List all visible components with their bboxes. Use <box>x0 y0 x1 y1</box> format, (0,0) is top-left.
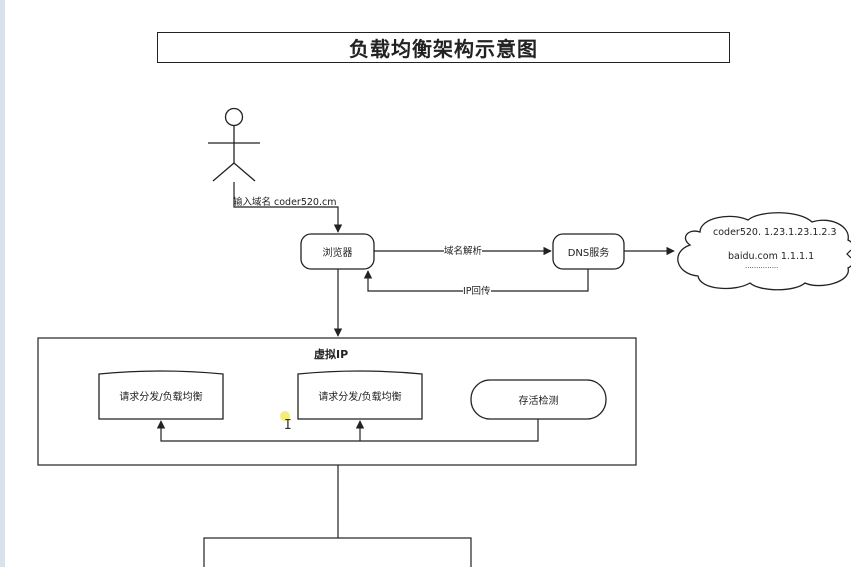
ip-return-label: IP回传 <box>463 286 491 298</box>
cloud-side-arrow-icon <box>846 249 851 259</box>
cloud-record-1: coder520. 1.23.1.23.1.2.3 <box>713 227 837 238</box>
diagram-title-box: 负载均衡架构示意图 <box>157 32 730 63</box>
browser-label: 浏览器 <box>322 248 353 259</box>
window-left-edge <box>0 0 5 567</box>
diagram-title: 负载均衡架构示意图 <box>349 37 538 61</box>
cloud-record-ellipsis: ............... <box>745 262 779 270</box>
load-balancer-2-label: 请求分发/负载均衡 <box>318 392 402 403</box>
text-cursor-icon: I <box>284 418 292 433</box>
dns-records-cloud <box>677 212 851 291</box>
health-check-label: 存活检测 <box>518 396 559 407</box>
domain-resolve-label: 域名解析 <box>444 246 483 258</box>
virtual-ip-label: 虚拟IP <box>314 348 349 361</box>
user-to-browser-edge <box>233 182 343 233</box>
load-balancer-1-label: 请求分发/负载均衡 <box>119 392 203 403</box>
virtual-ip-container[interactable] <box>37 337 637 466</box>
health-check-to-lb1-edge <box>156 419 539 442</box>
backend-box[interactable] <box>203 537 472 567</box>
load-balancer-node-1[interactable] <box>98 370 224 420</box>
user-actor-icon <box>208 107 260 182</box>
cursor-highlight <box>280 411 290 421</box>
dns-service-label: DNS服务 <box>567 248 610 259</box>
user-input-label: 输入域名 coder520.cm <box>233 197 337 208</box>
cloud-record-2: baidu.com 1.1.1.1 <box>728 251 815 262</box>
load-balancer-node-2[interactable] <box>297 370 423 420</box>
